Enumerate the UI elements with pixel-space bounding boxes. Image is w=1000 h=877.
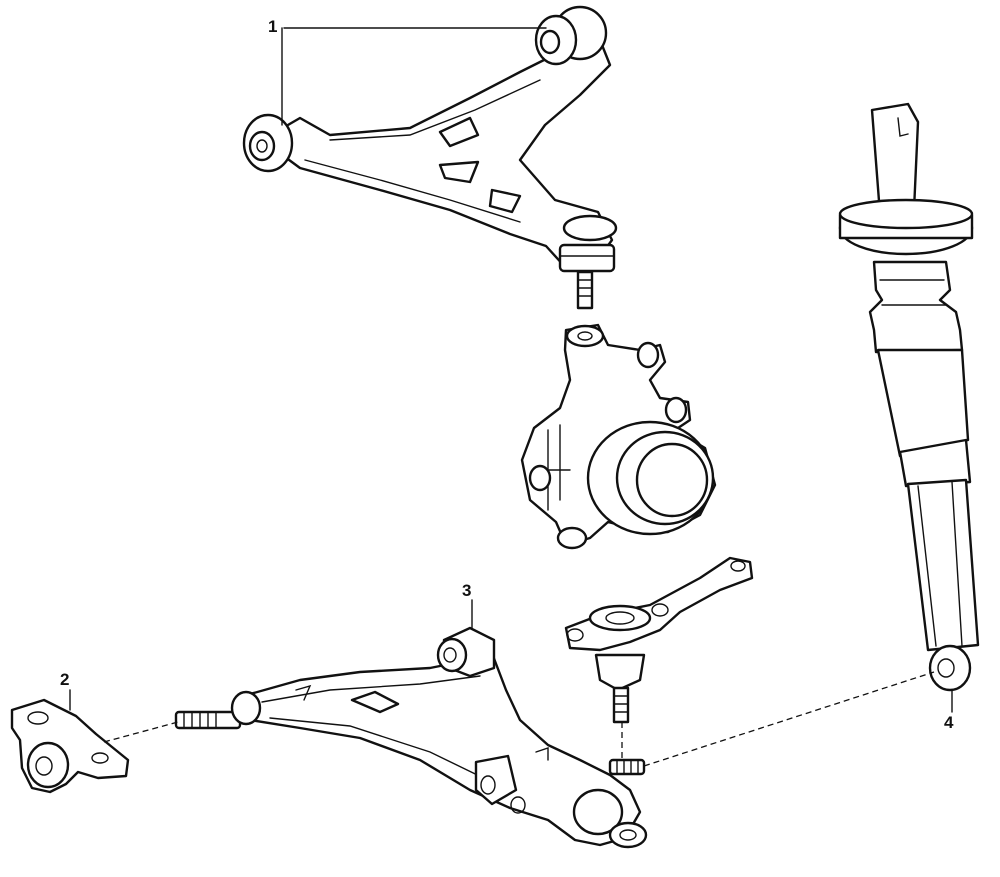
callout-4: 4: [944, 713, 954, 732]
shock-absorber: [838, 102, 980, 692]
assembly-line-bracket: [103, 721, 179, 743]
callout-leaders: [69, 27, 953, 713]
callout-3: 3: [462, 581, 471, 600]
assembly-line-shock: [643, 671, 935, 767]
ball-joint-plate: [564, 556, 754, 724]
callout-1: 1: [268, 17, 277, 36]
lower-control-arm: [174, 626, 648, 849]
steering-knuckle: [520, 323, 717, 550]
upper-control-arm: [242, 5, 618, 310]
mounting-bracket: [10, 698, 130, 794]
callout-2: 2: [60, 670, 69, 689]
